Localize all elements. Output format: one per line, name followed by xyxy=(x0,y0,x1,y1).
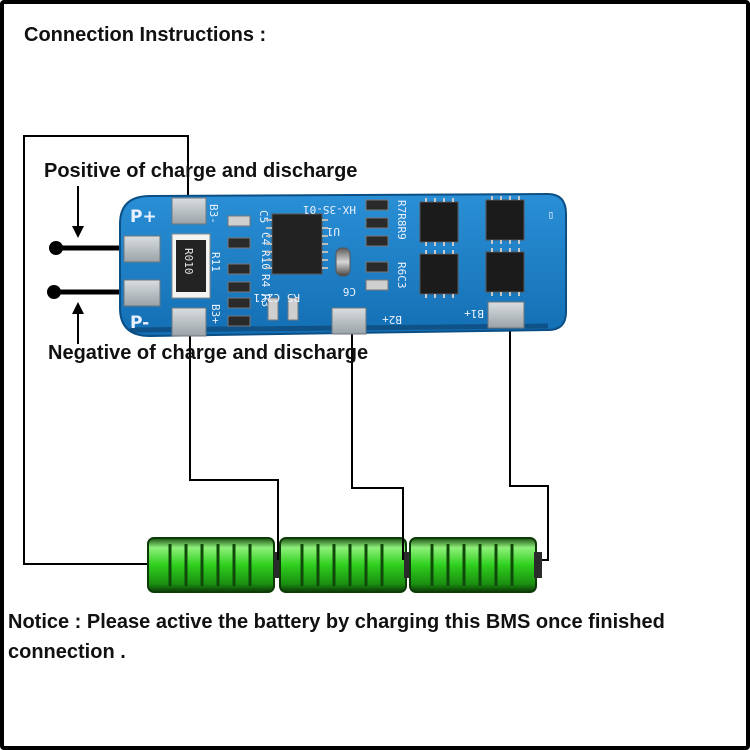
r5-c2-c1-label: R5 C2C1 xyxy=(254,291,300,304)
b3-minus-label: B3- xyxy=(207,204,220,224)
bms-board: P+ P- B3- B3+ R010 R11 C5 C4 R10 R4 R3 R… xyxy=(119,192,567,338)
c6-label: C6 xyxy=(343,285,356,298)
pad-p-minus xyxy=(123,279,161,307)
mosfets xyxy=(419,196,525,298)
pad-b2-plus xyxy=(331,307,367,335)
page-title: Connection Instructions : xyxy=(24,24,267,46)
b2-plus-label: B2+ xyxy=(382,313,402,326)
b1-plus-label: B1+ xyxy=(464,307,484,320)
battery-pack xyxy=(147,537,542,593)
mosfet-3 xyxy=(419,253,459,295)
board-model: HX-3S-01 xyxy=(303,203,356,216)
p-minus-label: P- xyxy=(130,313,149,333)
res-r3 xyxy=(227,281,251,293)
battery-cell-1-terminal xyxy=(274,552,282,578)
negative-label: Negative of charge and discharge xyxy=(48,342,369,364)
battery-cell-2-terminal xyxy=(404,552,412,578)
positive-terminal-dot xyxy=(49,241,63,255)
cap-c2 xyxy=(267,297,279,321)
r11-label: R11 xyxy=(209,252,222,272)
ic-u1 xyxy=(271,213,323,275)
battery-cell-2 xyxy=(279,537,412,593)
res-r7 xyxy=(365,199,389,211)
battery-cell-1 xyxy=(147,537,282,593)
res-r6 xyxy=(365,261,389,273)
pad-b1-plus xyxy=(487,301,525,329)
wire-b3-minus-to-battery-negative xyxy=(23,135,189,565)
negative-arrow-head xyxy=(72,302,84,314)
cap-c1 xyxy=(287,297,299,321)
battery-cell-3 xyxy=(409,537,542,593)
positive-label: Positive of charge and discharge xyxy=(44,160,358,182)
wire-junctions xyxy=(277,480,404,560)
negative-terminal-dot xyxy=(47,285,61,299)
res-r2 xyxy=(227,297,251,309)
battery-cell-3-terminal xyxy=(534,552,542,578)
c5-label: C5 xyxy=(257,210,270,223)
b3-plus-label: B3+ xyxy=(209,304,222,324)
shunt-marking: R010 xyxy=(182,248,195,275)
res-r9 xyxy=(365,235,389,247)
p-plus-label: P+ xyxy=(130,207,157,227)
pad-b3-minus xyxy=(171,197,207,225)
ic-u1-pins xyxy=(266,219,328,269)
pad-p-plus xyxy=(123,235,161,263)
shunt-resistor-body xyxy=(176,240,206,292)
notice-text: Notice : Please active the battery by ch… xyxy=(8,611,665,663)
wire-b1-plus xyxy=(509,318,549,561)
mosfet-2 xyxy=(485,199,525,241)
cap-c6 xyxy=(335,247,351,277)
res-a xyxy=(227,237,251,249)
cap-c5 xyxy=(227,215,251,227)
mosfet-4 xyxy=(485,251,525,293)
positive-arrow-head xyxy=(72,226,84,238)
res-r8 xyxy=(365,217,389,229)
battery-cell-3-segments xyxy=(430,544,514,586)
cap-c3 xyxy=(365,279,389,291)
res-r1 xyxy=(227,315,251,327)
u1-label: U1 xyxy=(327,225,340,238)
r10-label: R10 xyxy=(259,250,272,270)
mosfet-1 xyxy=(419,201,459,243)
battery-cell-1-segments xyxy=(168,544,252,586)
r6-c3-label: R6C3 xyxy=(395,262,408,289)
mosfet-silk: ▭ xyxy=(545,212,558,219)
r7-r8-r9-label: R7R8R9 xyxy=(395,200,408,240)
pad-b3-plus xyxy=(171,307,207,337)
battery-cell-2-segments xyxy=(300,544,384,586)
res-r10 xyxy=(227,263,251,275)
